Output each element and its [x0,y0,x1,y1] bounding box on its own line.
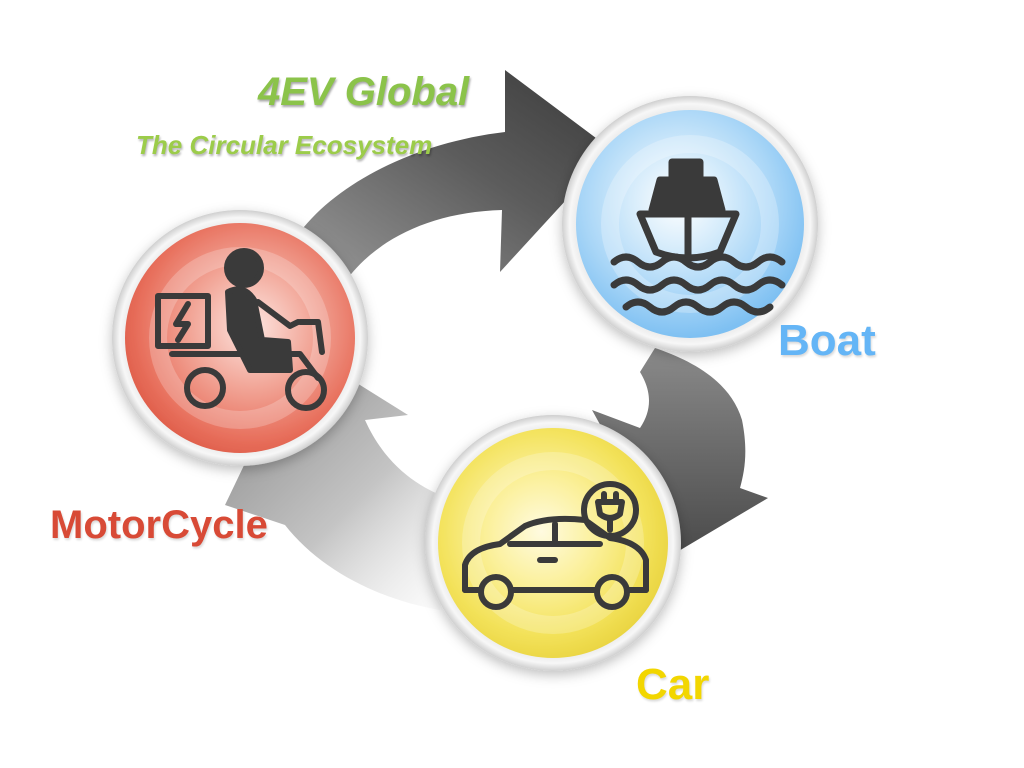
boat-label: Boat [778,316,876,365]
electric-car-icon [462,481,649,610]
arrow-motorcycle-to-boat [300,70,612,282]
delivery-scooter-icon [155,248,327,411]
diagram-subtitle: The Circular Ecosystem [136,130,433,160]
motorcycle-label: MotorCycle [50,503,268,547]
car-label: Car [636,660,710,709]
ship-icon [610,158,786,316]
arrow-boat-to-car [592,348,768,555]
diagram-title: 4EV Global [258,70,470,114]
